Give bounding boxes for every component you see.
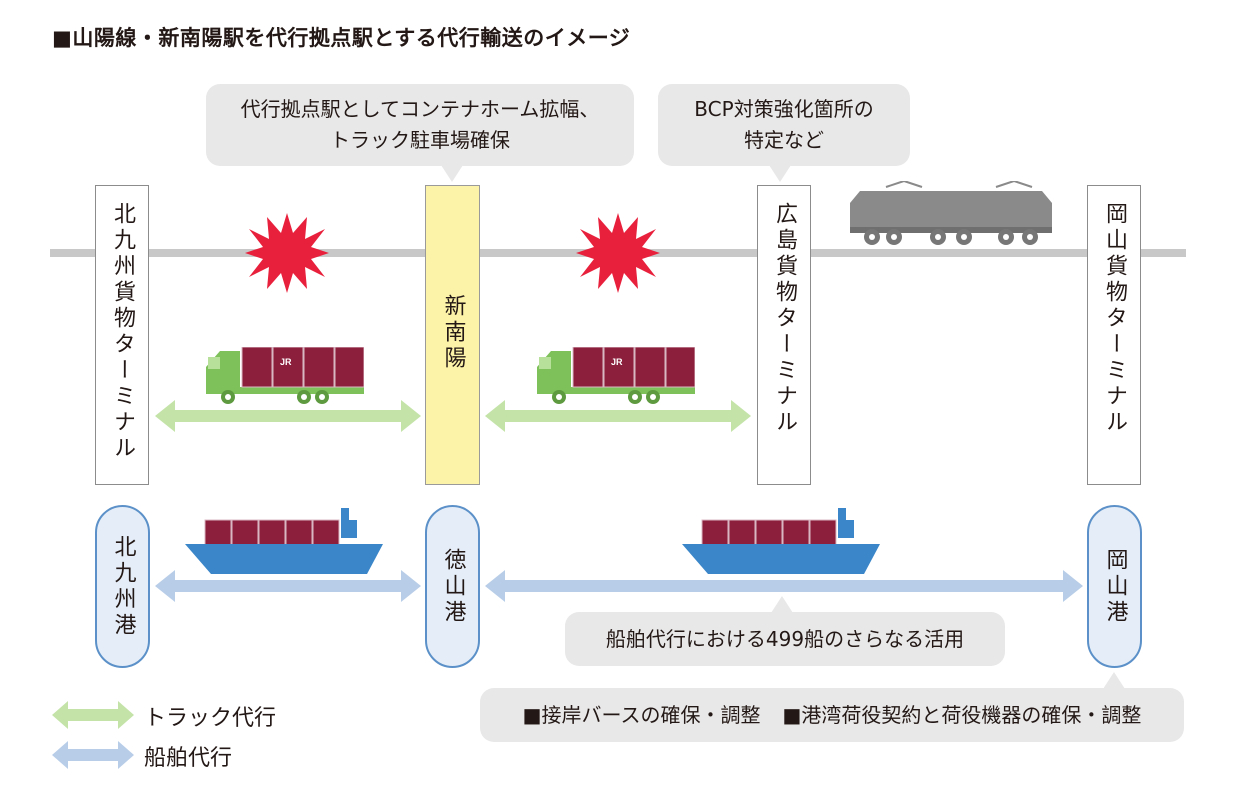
station-okayama-terminal-label: 岡山貨物ターミナル: [1102, 202, 1127, 436]
truck-icon: JR: [206, 347, 364, 404]
port-kitakyushu-label: 北九州港: [110, 534, 136, 639]
station-kitakyushu-terminal: 北九州貨物ターミナル: [95, 185, 149, 485]
port-okayama-label: 岡山港: [1102, 547, 1128, 626]
locomotive-icon: [850, 181, 1052, 245]
truck-icon: JR: [537, 347, 695, 404]
callout-bcp-tail: [769, 165, 791, 182]
page-title: ■山陽線・新南陽駅を代行拠点駅とする代行輸送のイメージ: [52, 26, 631, 50]
callout-bcp-line1: BCP対策強化箇所の: [694, 97, 874, 121]
callout-hub: 代行拠点駅としてコンテナホーム拡幅、 トラック駐車場確保: [206, 84, 634, 166]
truck-route-arrow: [485, 400, 751, 432]
callout-ship-tail: [771, 596, 793, 613]
callout-bcp: BCP対策強化箇所の 特定など: [658, 84, 910, 166]
port-tokuyama-label: 徳山港: [440, 547, 466, 626]
truck-container-mark: JR: [611, 357, 623, 367]
callout-port-tail: [1103, 672, 1125, 689]
callout-ship: 船舶代行における499船のさらなる活用: [565, 612, 1005, 666]
disruption-burst-icon: [245, 213, 329, 293]
callout-port-item1: ■接岸バースの確保・調整: [522, 702, 761, 727]
station-hiroshima-terminal-label: 広島貨物ターミナル: [772, 202, 797, 436]
station-shinnanyo: 新南陽: [425, 185, 480, 485]
callout-port: ■接岸バースの確保・調整 ■港湾荷役契約と荷役機器の確保・調整: [480, 688, 1184, 742]
callout-hub-line2: トラック駐車場確保: [330, 128, 510, 152]
truck-container-mark: JR: [280, 357, 292, 367]
legend-truck-label: トラック代行: [144, 706, 277, 731]
station-hiroshima-terminal: 広島貨物ターミナル: [757, 185, 811, 485]
callout-port-item2: ■港湾荷役契約と荷役機器の確保・調整: [782, 702, 1142, 727]
callout-bcp-line2: 特定など: [744, 128, 824, 152]
ship-route-arrow: [155, 570, 421, 602]
ship-icon: [185, 508, 383, 574]
callout-hub-line1: 代行拠点駅としてコンテナホーム拡幅、: [240, 97, 600, 121]
callout-hub-tail: [441, 165, 463, 182]
disruption-burst-icon: [576, 213, 660, 293]
legend-truck-arrow-icon: [52, 701, 134, 729]
ship-route-arrow: [485, 570, 1083, 602]
ship-icon: [682, 508, 880, 574]
port-tokuyama: 徳山港: [425, 505, 480, 668]
legend-ship-arrow-icon: [52, 741, 134, 769]
truck-route-arrow: [155, 400, 421, 432]
port-kitakyushu: 北九州港: [95, 505, 150, 668]
station-okayama-terminal: 岡山貨物ターミナル: [1087, 185, 1141, 485]
legend-ship-label: 船舶代行: [144, 746, 233, 771]
port-okayama: 岡山港: [1087, 505, 1142, 668]
station-shinnanyo-label: 新南陽: [440, 294, 466, 372]
station-kitakyushu-terminal-label: 北九州貨物ターミナル: [110, 202, 135, 462]
